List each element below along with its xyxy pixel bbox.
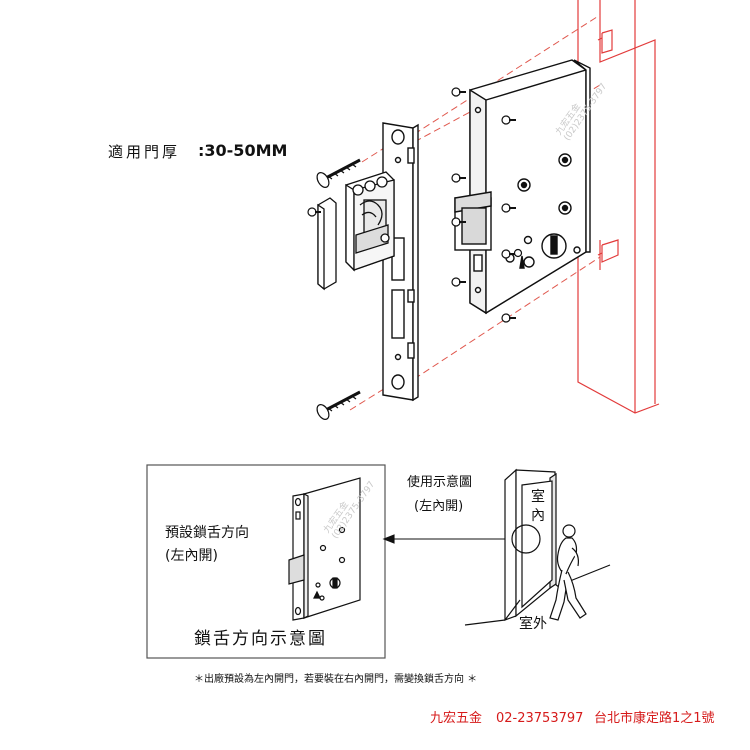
direction-arrow: [382, 534, 512, 544]
inset-box-frame: [146, 464, 386, 659]
person-figure: [549, 524, 587, 621]
outdoor-label: 室外: [519, 616, 547, 632]
mounting-screws: [307, 87, 523, 420]
usage-diagram-subtitle: (左內開): [414, 499, 464, 514]
footer-brand: 九宏五金: [430, 711, 483, 726]
footer-phone: 02-23753797: [496, 711, 584, 726]
default-direction-label: 預設鎖舌方向: [165, 525, 249, 541]
face-plate: [382, 122, 419, 402]
inset-lock-illustration: [288, 477, 361, 621]
lock-body: [454, 59, 591, 315]
default-direction-sub: (左內開): [165, 548, 218, 564]
factory-default-note: ＊出廠預設為左內開門，若要裝在右內開門，需變換鎖舌方向 ＊: [194, 674, 478, 685]
door-thickness-label: 適用門厚: [108, 143, 181, 161]
door-illustration: [464, 468, 611, 626]
usage-diagram-title: 使用示意圖: [407, 475, 473, 490]
indoor-label-2: 內: [531, 508, 545, 524]
indoor-label-1: 室: [531, 489, 545, 505]
small-latch-plate: [317, 197, 337, 291]
strike-bracket: [345, 171, 395, 272]
footer-address: 台北市康定路1之1號: [594, 711, 715, 726]
inset-caption: 鎖舌方向示意圖: [194, 629, 327, 649]
door-thickness-value: :30-50MM: [198, 141, 288, 160]
